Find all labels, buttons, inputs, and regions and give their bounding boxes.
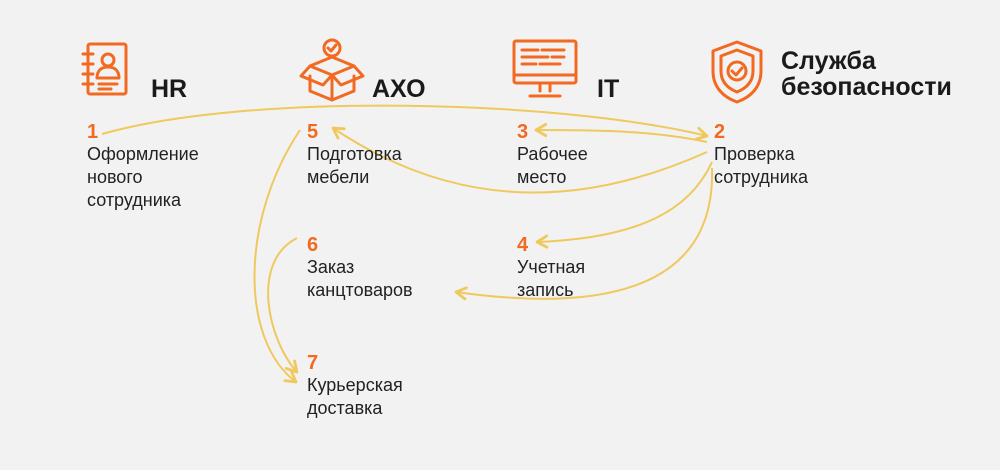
- step-number: 2: [714, 121, 726, 143]
- flow-arrow-1-to-2: [101, 104, 709, 141]
- employee-file-icon: [81, 42, 128, 96]
- step-number: 7: [307, 352, 319, 374]
- flow-arrow-2-to-4: [535, 161, 713, 249]
- dept-label-security: Служба безопасности: [781, 47, 952, 101]
- flow-arrow-2-to-3: [534, 123, 708, 143]
- step-5: 5 Подготовка мебели: [307, 121, 402, 189]
- dept-label-axo: АХО: [372, 75, 426, 103]
- step-number: 3: [517, 121, 529, 143]
- step-text: Подготовка мебели: [307, 144, 402, 187]
- step-6: 6 Заказ канцтоваров: [307, 234, 413, 302]
- step-2: 2 Проверка сотрудника: [714, 121, 808, 189]
- dept-label-it: IT: [597, 75, 620, 103]
- security-shield-icon: [711, 40, 763, 104]
- flow-arrow-6-to-7: [267, 237, 299, 374]
- step-1: 1 Оформление нового сотрудника: [87, 121, 199, 212]
- step-number: 4: [517, 234, 529, 256]
- package-box-icon: [299, 38, 365, 102]
- step-4: 4 Учетная запись: [517, 234, 585, 302]
- step-text: Рабочее место: [517, 144, 588, 187]
- step-7: 7 Курьерская доставка: [307, 352, 403, 420]
- step-text: Оформление нового сотрудника: [87, 144, 199, 210]
- step-number: 1: [87, 121, 99, 143]
- step-text: Учетная запись: [517, 257, 586, 300]
- step-3: 3 Рабочее место: [517, 121, 588, 189]
- step-text: Курьерская доставка: [307, 375, 403, 418]
- flow-arrow-5-to-7: [253, 129, 301, 384]
- flow-arrow-2-to-5: [331, 126, 708, 194]
- step-number: 6: [307, 234, 319, 256]
- flow-arrow-2-to-6: [454, 167, 714, 301]
- dept-label-hr: HR: [151, 75, 188, 103]
- step-number: 5: [307, 121, 319, 143]
- computer-monitor-icon: [512, 39, 578, 98]
- step-text: Заказ канцтоваров: [307, 257, 413, 300]
- step-text: Проверка сотрудника: [714, 144, 809, 187]
